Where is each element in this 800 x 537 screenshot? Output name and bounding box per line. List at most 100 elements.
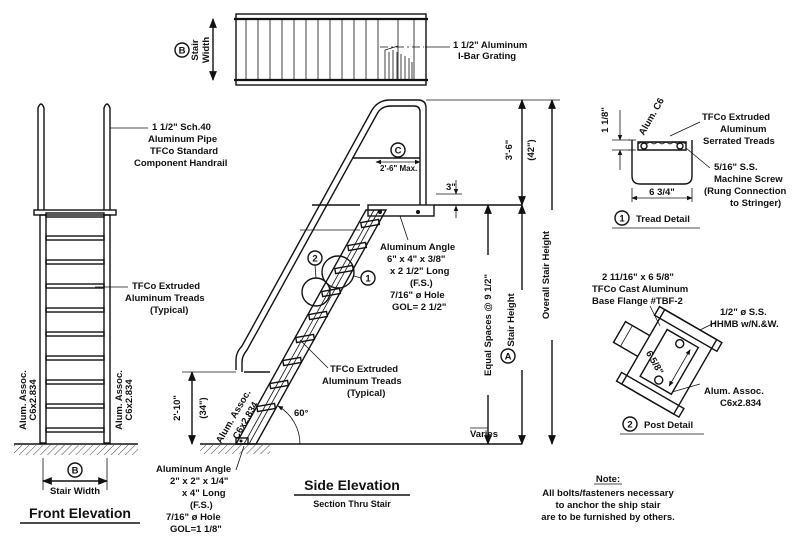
dim-34: (34"): [198, 397, 209, 418]
front-channel-right-1: Alum. Assoc.: [114, 370, 125, 430]
front-channel-left-2: C6x2.834: [28, 379, 39, 421]
screw-label-4: to Stringer): [730, 198, 781, 209]
bubble-b-top: [174, 42, 190, 58]
stair-width-label-2: Width: [201, 37, 212, 63]
handrail-label-4: Component Handrail: [134, 158, 227, 169]
bottom-angle-label-3: x 4" Long: [182, 488, 226, 499]
front-ground-hatch: [14, 445, 138, 455]
front-treads-label-1: TFCo Extruded: [132, 281, 200, 292]
side-handrail-outer: [235, 99, 427, 370]
note-line-1: All bolts/fasteners necessary: [542, 488, 674, 499]
post-detail: 2 11/16" x 6 5/8" TFCo Cast Aluminum Bas…: [592, 272, 779, 435]
bottom-angle-label-4: (F.S.): [190, 500, 213, 511]
front-elevation: 1 1/2" Sch.40 Aluminum Pipe TFCo Standar…: [14, 103, 227, 524]
dim-634: 6 3/4": [649, 187, 675, 198]
bubble-b-front-label: B: [72, 466, 79, 477]
bubble-a: A: [505, 352, 512, 363]
post-detail-title: Post Detail: [644, 420, 693, 431]
front-channel-right-2: C6x2.834: [124, 379, 135, 421]
flange-label-2: TFCo Cast Aluminum: [592, 284, 688, 295]
side-treads-label-1: TFCo Extruded: [330, 364, 398, 375]
tread-channel-label: Alum. C6: [637, 96, 667, 137]
stair-height-label: Stair Height: [506, 293, 517, 347]
note-block: Note: All bolts/fasteners necessary to a…: [541, 474, 675, 523]
front-treads: [45, 212, 105, 433]
detail-circle-1: [321, 255, 355, 289]
serrated-label-2: Aluminum: [720, 124, 766, 135]
bottom-angle-label-1: Aluminum Angle: [156, 464, 231, 475]
side-elevation: 2 1 C 2'-6" Max. 3" 3'-6" (42") Overall …: [156, 99, 560, 535]
post-channel-label-1: Alum. Assoc.: [704, 386, 764, 397]
angle-60: 60°: [294, 408, 309, 419]
post-detail-number: 2: [627, 420, 632, 431]
side-handrail-inner: [241, 105, 421, 372]
bolt-label-2: HHMB w/N.&W.: [710, 319, 779, 330]
note-heading: Note:: [596, 474, 620, 485]
grating-label-2: I-Bar Grating: [458, 51, 516, 62]
bubble-b-front: [67, 462, 83, 478]
bottom-angle-label-6: GOL=1 1/8": [170, 524, 222, 535]
front-elevation-title: Front Elevation: [29, 505, 131, 521]
max-note: 2'-6" Max.: [380, 164, 417, 173]
tread-detail: 1 1/8" Alum. C6 TFCo Extruded Aluminum S…: [600, 96, 787, 229]
grating-bars: [245, 19, 415, 80]
bubble-b-top-label: B: [179, 46, 186, 57]
handrail-label-3: TFCo Standard: [150, 146, 218, 157]
post-channel-label-2: C6x2.834: [720, 398, 762, 409]
bubble-c-label: C: [395, 146, 402, 157]
bubble-c: [390, 142, 406, 158]
top-angle-label-5: 7/16" ø Hole: [390, 290, 445, 301]
handrail-label-2: Aluminum Pipe: [148, 134, 217, 145]
dim-210: 2'-10": [172, 395, 183, 421]
front-channel-left-1: Alum. Assoc.: [18, 370, 29, 430]
stringer-left: [39, 214, 47, 444]
callout-2: 2: [312, 254, 317, 265]
screw-label-3: (Rung Connection: [704, 186, 787, 197]
tread-detail-number: 1: [619, 214, 625, 225]
post-channel-body: [620, 308, 718, 416]
stair-width-label-1: Stair: [190, 39, 201, 60]
dim-42: (42"): [526, 139, 537, 160]
stringer-right: [103, 214, 111, 444]
grating-label-1: 1 1/2" Aluminum: [453, 40, 527, 51]
top-angle-label-3: x 2 1/2" Long: [390, 266, 450, 277]
post-pipe: [612, 320, 651, 357]
note-line-3: are to be furnished by others.: [541, 512, 675, 523]
varies-label: Varies: [470, 429, 498, 440]
serrated-label-3: Serrated Treads: [703, 136, 775, 147]
side-elevation-subtitle: Section Thru Stair: [313, 499, 391, 509]
post-flange-assembly: [612, 305, 723, 419]
dim-118: 1 1/8": [600, 107, 611, 133]
handrail-right: [103, 103, 111, 210]
top-angle-label-4: (F.S.): [410, 278, 433, 289]
dim-36: 3'-6": [504, 140, 515, 161]
serrated-label-1: TFCo Extruded: [702, 112, 770, 123]
handrail-label-1: 1 1/2" Sch.40: [152, 122, 211, 133]
side-treads-label-2: Aluminum Treads: [322, 376, 402, 387]
side-treads-label-3: (Typical): [347, 388, 385, 399]
bottom-angle-label-5: 7/16" ø Hole: [166, 512, 221, 523]
side-elevation-title: Side Elevation: [304, 477, 400, 493]
screw-label-2: Machine Screw: [714, 174, 783, 185]
top-view-grating: B Stair Width 1 1/2" Aluminum I-Bar Grat…: [174, 13, 527, 86]
dim-3in: 3": [446, 182, 456, 193]
tread-detail-title: Tread Detail: [636, 214, 690, 225]
equal-spaces-label: Equal Spaces @ 9 1/2": [483, 274, 494, 376]
grating-outline: [235, 13, 427, 86]
flange-label-3: Base Flange #TBF-2: [592, 296, 683, 307]
top-angle-label-1: Aluminum Angle: [380, 242, 455, 253]
tread-channel: [631, 140, 693, 185]
screw-label-1: 5/16" S.S.: [714, 162, 758, 173]
front-stair-width-label: Stair Width: [50, 486, 100, 497]
callout-1: 1: [365, 274, 371, 285]
top-angle-label-2: 6" x 4" x 3/8": [387, 254, 445, 265]
overall-height-label: Overall Stair Height: [541, 230, 552, 319]
front-treads-label-2: Aluminum Treads: [125, 293, 205, 304]
bottom-angle-label-2: 2" x 2" x 1/4": [170, 476, 228, 487]
dim-658: 6 5/8": [643, 349, 665, 377]
top-angle-label-6: GOL= 2 1/2": [392, 302, 446, 313]
side-top-angle: [367, 204, 435, 217]
handrail-left: [37, 103, 45, 210]
bolt-label-1: 1/2" ø S.S.: [720, 307, 767, 318]
